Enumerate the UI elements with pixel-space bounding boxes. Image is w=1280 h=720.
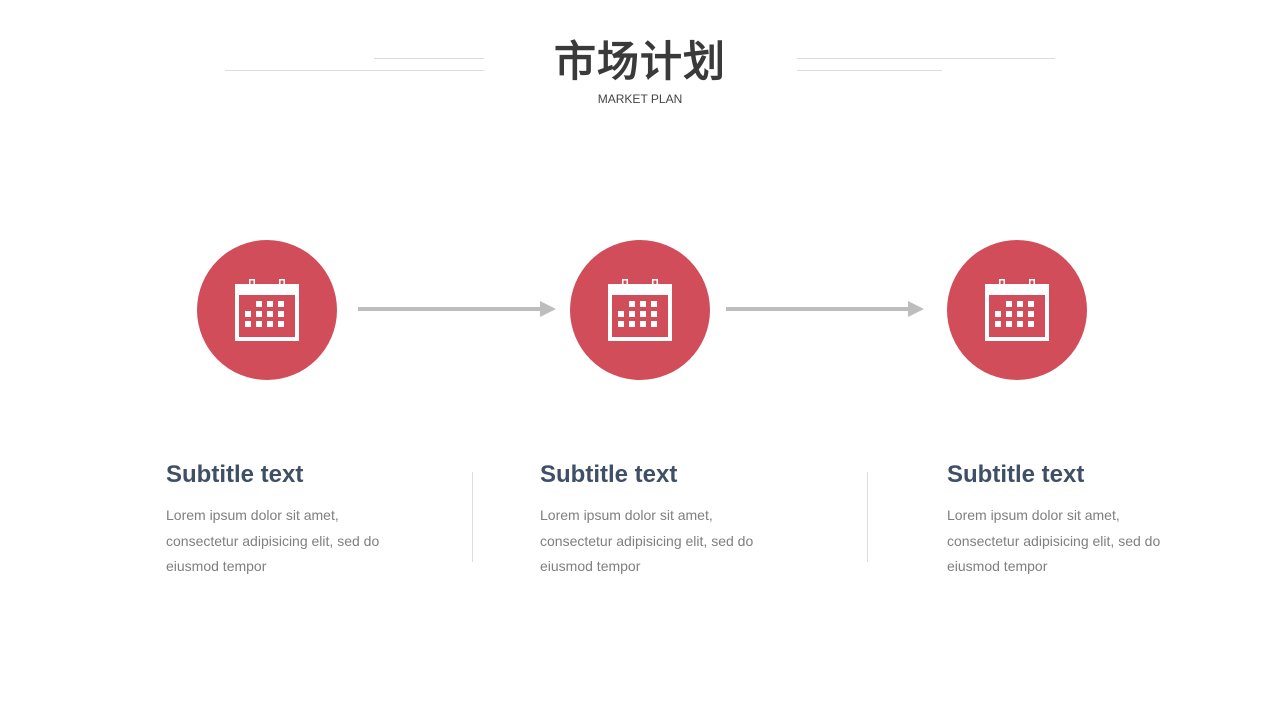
card-body-line: eiusmod tempor (166, 558, 267, 574)
card-body-line: consectetur adipisicing elit, sed do (947, 532, 1161, 549)
calendar-icon (608, 279, 672, 341)
card-title-1: Subtitle text (166, 461, 304, 488)
card-body-line: consectetur adipisicing elit, sed do (166, 532, 380, 549)
column-divider-1 (472, 472, 473, 562)
card-body-line: eiusmod tempor (540, 558, 641, 574)
card-body-line: Lorem ipsum dolor sit amet, (540, 507, 713, 523)
calendar-icon (235, 279, 299, 341)
calendar-icon (985, 279, 1049, 341)
card-title-2: Subtitle text (540, 461, 678, 488)
step-circle-2 (570, 240, 710, 380)
card-title-3: Subtitle text (947, 461, 1085, 488)
card-body-line: Lorem ipsum dolor sit amet, (166, 507, 339, 523)
card-body-line: eiusmod tempor (947, 558, 1048, 574)
header-line-left-upper (374, 58, 484, 59)
page-subtitle: MARKET PLAN (597, 92, 683, 106)
step-circle-1 (197, 240, 337, 380)
header-line-right-lower (797, 70, 942, 71)
header-line-right-upper (797, 58, 1055, 59)
card-body-3: Lorem ipsum dolor sit amet, consectetur … (947, 503, 1187, 580)
card-body-2: Lorem ipsum dolor sit amet, consectetur … (540, 503, 780, 580)
flow-arrow-1 (358, 301, 556, 317)
card-body-line: consectetur adipisicing elit, sed do (540, 532, 754, 549)
card-body-line: Lorem ipsum dolor sit amet, (947, 507, 1120, 523)
header-line-left-lower (225, 70, 484, 71)
column-divider-2 (867, 472, 868, 562)
page-title: 市场计划 (553, 37, 726, 86)
card-body-1: Lorem ipsum dolor sit amet, consectetur … (166, 503, 406, 580)
step-circle-3 (947, 240, 1087, 380)
flow-arrow-2 (726, 301, 924, 317)
